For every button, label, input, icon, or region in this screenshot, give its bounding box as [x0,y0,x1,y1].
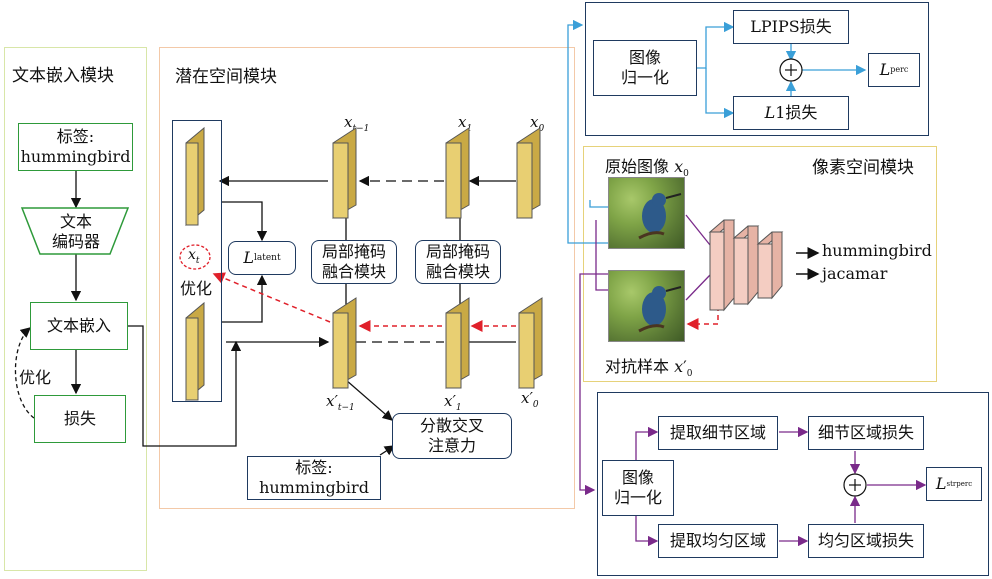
xt-container [172,120,222,402]
class-jacamar: jacamar [822,264,888,283]
loss-box: 损失 [34,395,126,443]
class-hummingbird: hummingbird [822,241,932,260]
xt-label: xt [188,247,200,266]
fusion1-line2: 融合模块 [321,262,386,281]
bird-icon-adv [638,286,682,333]
label-xp-1: x′1 [444,392,462,413]
lpips-loss-box: LPIPS损失 [733,10,849,44]
fusion-box-1: 局部掩码 融合模块 [311,240,397,284]
detail-extract-box: 提取细节区域 [658,416,778,450]
label-box-text: 标签: hummingbird [18,123,133,171]
perc-normalize-line2: 归一化 [620,68,669,87]
original-image-label: 原始图像 x0 [605,157,689,180]
optimize-label-latent: 优化 [180,279,213,298]
fusion-box-2: 局部掩码 融合模块 [415,240,501,284]
stru-panel [597,392,989,576]
perc-panel [585,2,929,136]
label-xp-0: x′0 [521,389,539,410]
label-latent-line1: 标签: [295,458,333,477]
uniform-loss-box: 均匀区域损失 [808,524,924,558]
bird-icon [638,193,682,240]
adversarial-label: 对抗样本 x′0 [605,357,693,380]
pixel-module-title: 像素空间模块 [812,158,914,178]
original-image [608,177,685,249]
text-encoder-box: 文本 编码器 [40,210,112,254]
stru-normalize-line2: 归一化 [613,488,662,507]
label-x-0: x0 [530,113,545,134]
optimize-label-text: 优化 [19,368,52,387]
label-latent-line2: hummingbird [259,478,369,497]
text-embed-panel [4,47,147,571]
cross-attn-line1: 分散交叉 [419,416,484,435]
fusion2-line1: 局部掩码 [425,242,490,261]
uniform-extract-box: 提取均匀区域 [658,524,778,558]
label-x-t-1: xt−1 [344,113,370,134]
pixel-panel [583,146,937,382]
label-line1: 标签: [56,127,95,146]
text-module-title: 文本嵌入模块 [12,66,114,86]
perc-normalize-box: 图像 归一化 [593,40,697,96]
perc-normalize-line1: 图像 [628,48,661,67]
encoder-line1: 文本 [59,212,92,231]
label-x-1: x1 [458,113,473,134]
fusion1-line1: 局部掩码 [321,242,386,261]
encoder-line2: 编码器 [51,232,100,251]
stru-normalize-box: 图像 归一化 [602,460,674,516]
cross-attn-line2: 注意力 [427,436,476,455]
text-embedding-box: 文本嵌入 [30,302,128,350]
label-line2: hummingbird [20,147,131,166]
adversarial-image [608,270,685,342]
latent-module-title: 潜在空间模块 [175,67,277,87]
label-box-latent: 标签: hummingbird [247,456,381,500]
detail-loss-box: 细节区域损失 [808,416,924,450]
label-xp-t-1: x′t−1 [326,392,355,413]
stru-normalize-line1: 图像 [621,468,654,487]
cross-attention-box: 分散交叉 注意力 [392,413,512,459]
fusion2-line2: 融合模块 [425,262,490,281]
latent-panel [159,47,575,509]
